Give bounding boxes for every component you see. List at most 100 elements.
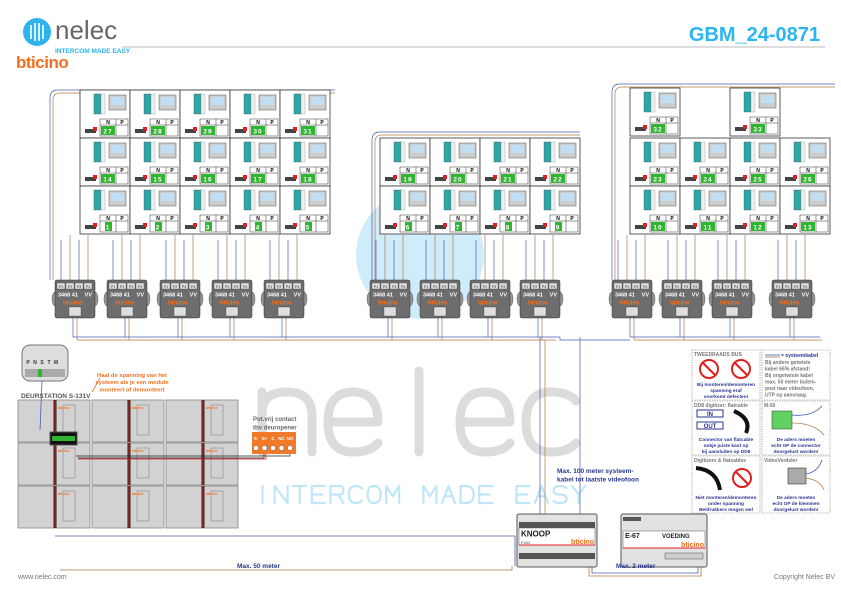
doorbell-button-icon: [635, 225, 646, 229]
column-header-p: P: [220, 120, 224, 126]
port-label-p3: P3: [286, 285, 290, 289]
column-header-p: P: [170, 216, 174, 222]
port-terminal: [663, 282, 673, 290]
apartment-number-cell: [505, 222, 512, 231]
m50-wire: [791, 405, 823, 416]
terminal-block-icon: [293, 189, 302, 211]
terminal-labels: [750, 91, 756, 113]
apartment-number-cell: [251, 126, 265, 135]
prohibited-slash: [702, 362, 716, 376]
port-terminal: [170, 282, 180, 290]
port-terminal: [800, 282, 810, 290]
legend-text: bij aansluiten op DD8: [702, 449, 751, 455]
monitor-screen: [661, 193, 674, 201]
digitizer-terminals: [52, 436, 75, 441]
monitor-screen: [661, 145, 674, 153]
port-label-p4: P4: [191, 285, 195, 289]
legend-text: Bij andere getwiste: [765, 360, 811, 366]
apartment-number: 10: [653, 225, 662, 232]
port-terminal: [439, 282, 449, 290]
terminal-labels: [800, 141, 806, 163]
watermark-glyph: [572, 486, 585, 503]
input-terminal: [173, 306, 187, 317]
terminal-block-icon: [793, 141, 802, 163]
np-table: [549, 214, 579, 233]
in-connector-icon: [696, 409, 724, 418]
inset-terminal-n: N: [33, 360, 37, 366]
apartment-number-cell: [751, 174, 765, 183]
terminal-block-icon: [393, 189, 402, 211]
apartment-number: 9: [556, 225, 561, 232]
port-label-p1: P1: [59, 285, 63, 289]
distributor-brand: bticino: [528, 301, 548, 307]
monitor-screen: [261, 145, 274, 153]
footer-website[interactable]: www.nelec.com: [17, 574, 67, 581]
splitter-wire: [805, 477, 825, 491]
apartment-number: 23: [653, 177, 662, 184]
monitor-screen: [261, 193, 274, 201]
doorbell-button-icon: [135, 129, 146, 133]
doorbell-button-icon: [185, 129, 196, 133]
port-terminal: [283, 282, 293, 290]
np-table: [499, 214, 529, 233]
column-header-n: N: [256, 120, 260, 126]
terminal-block-icon: [243, 141, 252, 163]
doorbell-led: [693, 175, 697, 179]
input-terminal: [120, 306, 134, 317]
monitor-screen: [261, 97, 274, 105]
apartment-number: 26: [803, 177, 812, 184]
distributor-model: 3468 41: [523, 293, 543, 299]
doorbell-led: [743, 125, 747, 129]
power-supply-title: VOEDING: [662, 534, 690, 540]
watermark-glyph: [516, 486, 529, 503]
monitor-screen: [761, 95, 774, 103]
port-terminal: [622, 282, 632, 290]
legend-text: max. 50 meter buiten-: [765, 380, 817, 386]
max-50-label: Max. 50 meter: [237, 563, 280, 570]
column-header-p: P: [670, 216, 674, 222]
doorbell-button-icon: [785, 225, 796, 229]
legend-text: UTP op aanvraag.: [765, 393, 808, 399]
port-terminal: [722, 282, 732, 290]
column-header-n: N: [406, 216, 410, 222]
doorbell-button-icon: [85, 225, 96, 229]
column-header-p: P: [770, 118, 774, 124]
monitor-screen: [161, 97, 174, 105]
port-label-p1: P1: [524, 285, 528, 289]
watermark-glyph: [526, 392, 576, 452]
watermark-glyph: [479, 486, 492, 503]
terminal-labels: [450, 141, 456, 163]
terminal-block-icon: [293, 93, 302, 115]
apartment-number-cell: [451, 174, 465, 183]
terminal-block-icon: [743, 189, 752, 211]
doorbell-led: [293, 223, 297, 227]
apartment-number-cell: [101, 174, 115, 183]
port-terminal: [471, 282, 481, 290]
column-header-p: P: [670, 118, 674, 124]
monitor-screen: [161, 145, 174, 153]
apartment-number: 4: [256, 225, 261, 232]
port-label-p1: P1: [164, 285, 168, 289]
port-label-p4: P4: [86, 285, 90, 289]
module-brand: bticino: [58, 406, 69, 410]
terminal-block-icon: [743, 141, 752, 163]
port-label-p2: P2: [785, 285, 789, 289]
door-station-module: bticino: [17, 485, 91, 529]
apartment-number: 11: [704, 225, 713, 232]
apartment-number: 6: [406, 225, 411, 232]
doorbell-button-icon: [285, 129, 296, 133]
input-terminal: [483, 306, 497, 317]
port-label-p1: P1: [424, 285, 428, 289]
port-label-p3: P3: [234, 285, 238, 289]
apartment-number: 24: [703, 177, 712, 184]
apartment-number: 7: [456, 225, 461, 232]
